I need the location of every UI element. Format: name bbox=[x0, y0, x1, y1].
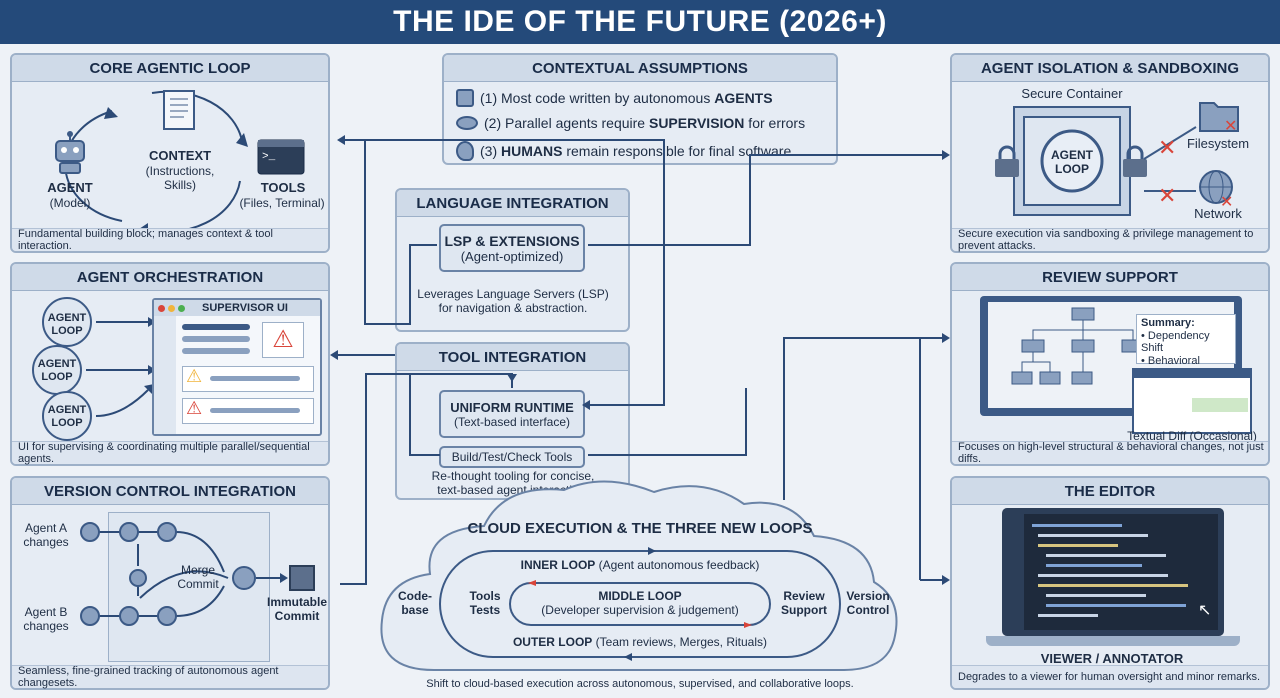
laptop-base bbox=[986, 636, 1240, 646]
outer-loop-label: OUTER LOOP (Team reviews, Merges, Ritual… bbox=[512, 635, 768, 649]
language-title: LANGUAGE INTEGRATION bbox=[397, 190, 628, 217]
version-control-panel: VERSION CONTROL INTEGRATION Agent A chan… bbox=[10, 476, 330, 690]
globe-icon: ✕ bbox=[1199, 170, 1233, 211]
version-control-footer: Seamless, fine-grained tracking of auton… bbox=[12, 665, 328, 689]
svg-text:✕: ✕ bbox=[1158, 184, 1176, 209]
assumption-3: (3) HUMANS remain responsible for final … bbox=[456, 141, 791, 161]
merge-commit-label: Merge Commit bbox=[177, 563, 219, 591]
contextual-assumptions-panel: CONTEXTUAL ASSUMPTIONS (1) Most code wri… bbox=[442, 53, 838, 165]
document-icon bbox=[163, 90, 195, 130]
isolation-title: AGENT ISOLATION & SANDBOXING bbox=[952, 55, 1268, 82]
folder-icon: ✕ bbox=[1199, 102, 1239, 135]
eye-icon bbox=[456, 116, 478, 130]
isolation-agent-loop: AGENT LOOP bbox=[1051, 148, 1093, 176]
core-loop-title: CORE AGENTIC LOOP bbox=[12, 55, 328, 82]
svg-text:✕: ✕ bbox=[1220, 192, 1233, 211]
network-label: Network bbox=[1194, 206, 1242, 221]
supervisor-ui-label: SUPERVISOR UI bbox=[202, 302, 288, 314]
warning-icon: ⚠ bbox=[186, 398, 203, 418]
supervisor-ui-window: SUPERVISOR UI ⚠ ⚠ ⚠ bbox=[152, 298, 322, 436]
window-min-dot bbox=[168, 304, 175, 312]
uniform-runtime-box: UNIFORM RUNTIME (Text-based interface) bbox=[439, 390, 585, 438]
review-footer: Focuses on high-level structural & behav… bbox=[952, 441, 1268, 465]
terminal-icon bbox=[257, 139, 305, 175]
isolation-footer: Secure execution via sandboxing & privil… bbox=[952, 228, 1268, 252]
language-integration-panel: LANGUAGE INTEGRATION LSP & EXTENSIONS (A… bbox=[395, 188, 630, 332]
orch-loop-2: AGENT LOOP bbox=[37, 358, 77, 383]
diff-window bbox=[1132, 368, 1252, 434]
head-icon bbox=[456, 141, 474, 161]
tools-sub: (Files, Terminal) bbox=[239, 196, 325, 210]
assumption-1: (1) Most code written by autonomous AGEN… bbox=[456, 89, 773, 107]
inner-loop-label: INNER LOOP (Agent autonomous feedback) bbox=[520, 558, 760, 572]
context-label: CONTEXT bbox=[148, 148, 212, 163]
blocked-connections: ✕ ✕ bbox=[1143, 126, 1197, 209]
commit-graph bbox=[80, 522, 315, 626]
review-support-panel: REVIEW SUPPORT Summary: • Dependency Shi… bbox=[950, 262, 1270, 466]
textual-diff-label: Textual Diff (Occasional) bbox=[1127, 429, 1257, 443]
tools-tests-label: Tools Tests bbox=[469, 589, 501, 617]
agent-orchestration-panel: AGENT ORCHESTRATION AGENT LOOP AGENT LOO… bbox=[10, 262, 330, 466]
viewer-annotator-label: VIEWER / ANNOTATOR bbox=[1040, 651, 1184, 666]
agent-label: AGENT bbox=[47, 180, 93, 195]
window-max-dot bbox=[178, 304, 185, 312]
filesystem-label: Filesystem bbox=[1186, 136, 1250, 151]
middle-loop-label: MIDDLE LOOP(Developer supervision & judg… bbox=[541, 589, 739, 617]
page-title: THE IDE OF THE FUTURE (2026+) bbox=[0, 0, 1280, 44]
robot-icon bbox=[55, 131, 85, 174]
agent-sub: (Model) bbox=[49, 196, 91, 210]
lock-icon bbox=[1123, 145, 1147, 177]
warning-icon: ⚠ bbox=[262, 322, 304, 358]
three-loops bbox=[439, 547, 841, 661]
version-control-label: Version Control bbox=[846, 589, 890, 617]
core-agentic-loop-panel: CORE AGENTIC LOOP CONTEXT (Instructions,… bbox=[10, 53, 330, 253]
editor-title: THE EDITOR bbox=[952, 478, 1268, 505]
orchestration-footer: UI for supervising & coordinating multip… bbox=[12, 441, 328, 465]
lsp-extensions-box: LSP & EXTENSIONS (Agent-optimized) bbox=[439, 224, 585, 272]
laptop-screen: ↖ bbox=[1002, 508, 1224, 636]
orchestration-loops bbox=[32, 297, 156, 441]
terminal-prompt: >_ bbox=[262, 151, 276, 163]
language-desc: Leverages Language Servers (LSP) for nav… bbox=[417, 287, 609, 315]
cloud-shape bbox=[380, 480, 898, 671]
cloud-footer: Shift to cloud-based execution across au… bbox=[426, 678, 854, 690]
build-test-check-box: Build/Test/Check Tools bbox=[439, 446, 585, 468]
window-close-dot bbox=[158, 304, 165, 312]
robot-icon bbox=[456, 89, 474, 107]
version-control-title: VERSION CONTROL INTEGRATION bbox=[12, 478, 328, 505]
editor-footer: Degrades to a viewer for human oversight… bbox=[952, 665, 1268, 688]
secure-container-label: Secure Container bbox=[1021, 86, 1123, 101]
review-title: REVIEW SUPPORT bbox=[952, 264, 1268, 291]
assumptions-title: CONTEXTUAL ASSUMPTIONS bbox=[444, 55, 836, 82]
context-sub: (Instructions, Skills) bbox=[145, 164, 215, 192]
agent-isolation-panel: AGENT ISOLATION & SANDBOXING Secure Cont… bbox=[950, 53, 1270, 253]
warning-icon: ⚠ bbox=[186, 366, 203, 386]
editor-panel: THE EDITOR ↖ VIEWER / ANNOTATOR Degrades… bbox=[950, 476, 1270, 690]
orchestration-title: AGENT ORCHESTRATION bbox=[12, 264, 328, 291]
codebase-label: Code- base bbox=[398, 589, 432, 617]
orch-loop-1: AGENT LOOP bbox=[47, 312, 87, 337]
svg-text:✕: ✕ bbox=[1224, 116, 1237, 135]
agent-b-label: Agent B changes bbox=[23, 605, 69, 633]
core-loop-footer: Fundamental building block; manages cont… bbox=[12, 228, 328, 252]
immutable-commit-label: Immutable Commit bbox=[266, 595, 327, 623]
tools-label: TOOLS bbox=[260, 180, 306, 195]
tool-integration-title: TOOL INTEGRATION bbox=[397, 344, 628, 371]
secure-container bbox=[1013, 106, 1131, 216]
review-support-label: Review Support bbox=[781, 589, 827, 617]
cursor-icon: ↖ bbox=[1198, 602, 1212, 619]
tool-integration-panel: TOOL INTEGRATION UNIFORM RUNTIME (Text-b… bbox=[395, 342, 630, 500]
orch-loop-3: AGENT LOOP bbox=[47, 404, 87, 429]
cloud-title: CLOUD EXECUTION & THE THREE NEW LOOPS bbox=[467, 520, 813, 537]
lock-icon bbox=[995, 145, 1019, 177]
svg-text:✕: ✕ bbox=[1158, 136, 1176, 161]
assumption-2: (2) Parallel agents require SUPERVISION … bbox=[456, 115, 805, 131]
agent-a-label: Agent A changes bbox=[23, 521, 69, 549]
